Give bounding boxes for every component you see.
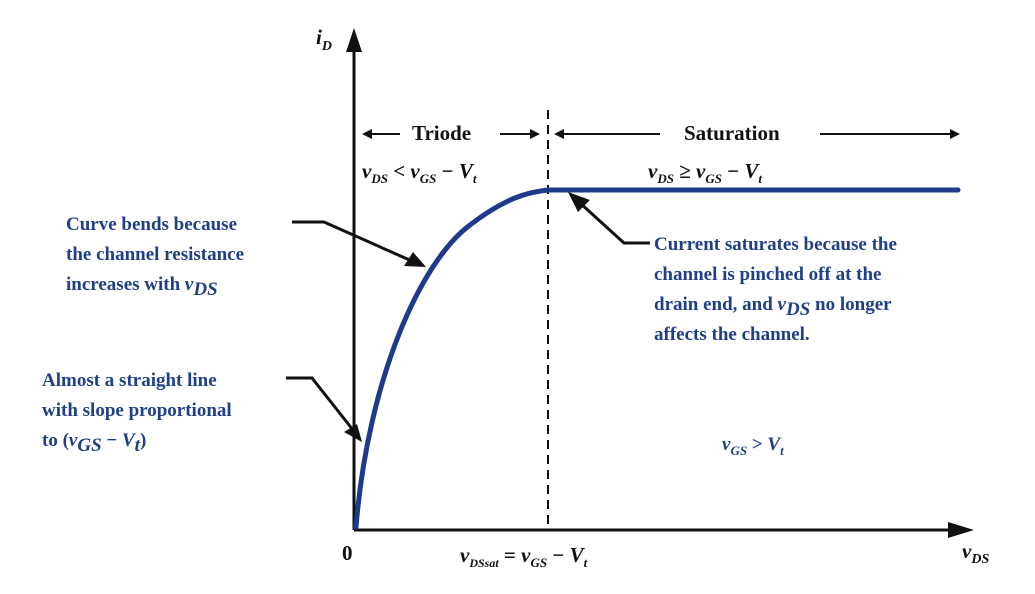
x-axis-arrowhead (948, 522, 974, 538)
triode-condition: vDS < vGS − Vt (362, 159, 477, 186)
origin-label: 0 (342, 541, 353, 565)
triode-region-title: Triode (412, 121, 471, 145)
straight-line-line-2: with slope proportional (42, 400, 232, 421)
saturates-arrowhead (568, 192, 590, 212)
y-axis-arrowhead (346, 28, 362, 52)
curve-bends-line-3: increases with vDS (66, 274, 218, 300)
saturates-line-4: affects the channel. (654, 324, 810, 345)
curve-bends-line-2: the channel resistance (66, 244, 244, 265)
straight-line-line-3: to (vGS − Vt) (42, 430, 146, 456)
saturates-line-1: Current saturates because the (654, 234, 897, 255)
saturates-line-3: drain end, and vDS no longer (654, 294, 892, 320)
straight-line-arrowhead (344, 424, 362, 442)
saturation-region-title: Saturation (684, 121, 780, 145)
boundary-label: vDSsat = vGS − Vt (460, 543, 588, 570)
saturates-annotation: Current saturates because the channel is… (568, 192, 897, 345)
y-axis (346, 28, 362, 530)
y-axis-label: iD (316, 25, 332, 54)
saturation-condition: vDS ≥ vGS − Vt (648, 159, 762, 186)
curve-bends-line-1: Curve bends because (66, 214, 237, 235)
saturates-line-2: channel is pinched off at the (654, 264, 882, 285)
id-vds-characteristic-curve (353, 187, 961, 530)
straight-line-line-1: Almost a straight line (42, 370, 217, 391)
curve-bends-annotation: Curve bends because the channel resistan… (66, 214, 426, 300)
straight-line-annotation: Almost a straight line with slope propor… (42, 370, 362, 456)
gate-condition: vGS > Vt (722, 434, 784, 458)
x-axis (354, 522, 974, 538)
x-axis-label: vDS (962, 539, 989, 567)
curve-bends-arrowhead (404, 252, 426, 267)
